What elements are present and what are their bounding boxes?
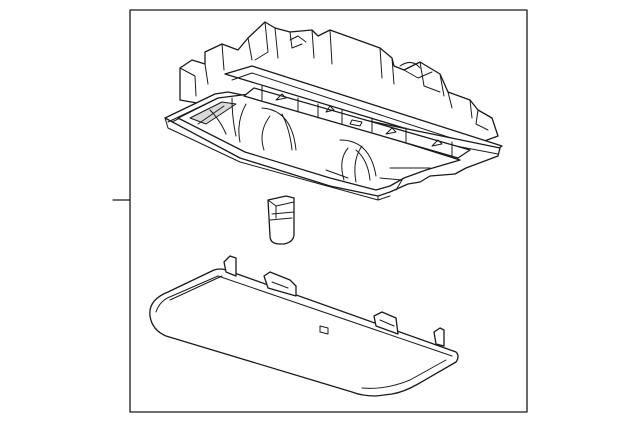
lens-cover[interactable] [149,255,459,397]
diagram-frame [129,9,528,413]
console-housing[interactable] [164,21,503,201]
bulb[interactable] [267,195,295,245]
